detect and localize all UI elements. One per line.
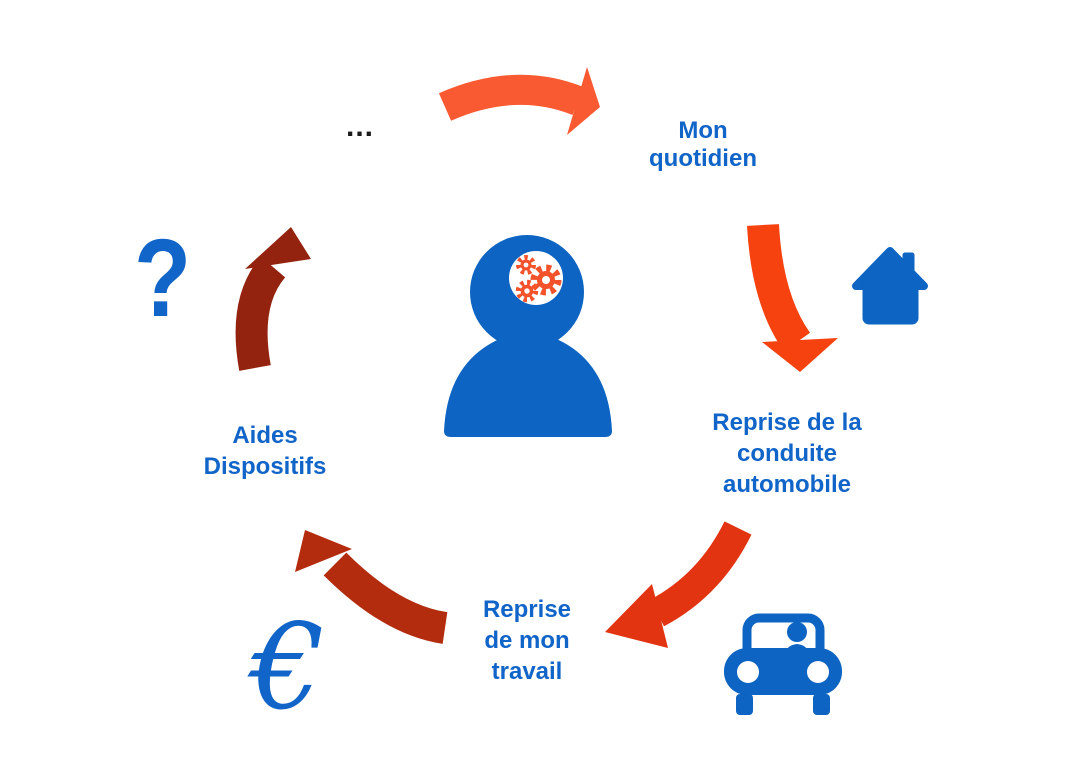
- arrow-band: [323, 552, 448, 644]
- ellipsis-label: ...: [346, 110, 375, 143]
- label-line: Mon: [678, 117, 728, 144]
- person-with-gears-icon: [444, 235, 612, 437]
- question-mark-symbol: ?: [134, 217, 192, 340]
- house-body: [862, 280, 919, 325]
- person-body: [444, 330, 612, 437]
- label-line: conduite: [737, 440, 837, 467]
- arrow-head: [245, 227, 311, 269]
- label-line: travail: [491, 658, 563, 685]
- arrow-head: [762, 338, 838, 372]
- cycle-arrow-right: [747, 224, 838, 372]
- car-wheel-right: [813, 694, 830, 715]
- label-aides-dispositifs: Aides Dispositifs: [165, 420, 365, 482]
- car-icon: [724, 613, 842, 715]
- label-line: Reprise: [482, 596, 572, 623]
- gear-icon: [515, 279, 539, 303]
- label-line: quotidien: [649, 145, 757, 172]
- arrow-band: [235, 256, 286, 371]
- label-reprise-travail: Reprise de mon travail: [427, 594, 627, 687]
- label-line: Aides: [232, 422, 298, 449]
- arrow-head: [605, 584, 668, 648]
- arrow-head: [295, 530, 352, 572]
- arrow-head: [567, 67, 600, 135]
- gears-group: [515, 255, 562, 303]
- house-icon: [852, 247, 928, 325]
- car-wheel-left: [736, 694, 753, 715]
- arrow-band: [747, 224, 811, 352]
- label-line: automobile: [722, 471, 851, 498]
- label-line: Dispositifs: [203, 453, 327, 480]
- cycle-arrow-bottom-right: [605, 521, 752, 648]
- car-headlight-right: [807, 661, 829, 683]
- gear-icon: [530, 264, 562, 296]
- arrow-band: [438, 74, 584, 121]
- arrow-band: [649, 521, 752, 627]
- car-body: [724, 648, 842, 695]
- car-headlight-left: [737, 661, 759, 683]
- label-mon-quotidien: Mon quotidien: [603, 117, 803, 173]
- gear-icon: [516, 255, 536, 275]
- euro-symbol: €: [250, 598, 326, 736]
- driver-head: [787, 622, 807, 642]
- label-line: de mon: [484, 627, 570, 654]
- label-reprise-conduite: Reprise de la conduite automobile: [667, 407, 907, 500]
- cycle-arrow-top: [438, 67, 600, 135]
- cycle-arrow-bottom-left: [295, 530, 448, 644]
- label-line: Reprise de la: [712, 409, 862, 436]
- cycle-arrow-upper-left: [235, 227, 311, 371]
